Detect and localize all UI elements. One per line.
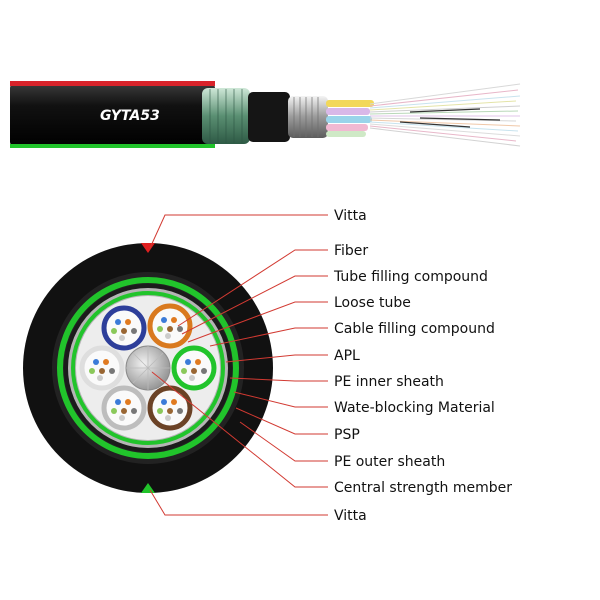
cable-side-view: GYTA53 (10, 81, 521, 148)
leader-pe-inner (229, 377, 328, 382)
label-loose-tube: Loose tube (334, 295, 411, 311)
leader-vitta-bottom (149, 489, 328, 516)
leader-psp (235, 407, 328, 435)
tape-ridges (293, 97, 319, 137)
leader-apl (225, 354, 328, 363)
label-vitta-top: Vitta (334, 208, 367, 224)
jacket-red-stripe (10, 81, 215, 86)
label-apl: APL (334, 348, 360, 364)
center-facets (126, 346, 170, 390)
leader-cable-filling (209, 327, 328, 347)
loose-tube-orange (147, 303, 193, 349)
outer-jacket (10, 84, 215, 146)
leader-loose-tube (187, 301, 328, 343)
leader-fiber (177, 249, 328, 327)
inner-sheath (248, 92, 290, 142)
label-central-strength-member: Central strength member (334, 480, 512, 496)
cable-model-label: GYTA53 (100, 108, 160, 124)
loose-tube-grey (101, 385, 147, 431)
leader-water-blocking (233, 391, 328, 408)
label-water-blocking-material: Wate-blocking Material (334, 400, 495, 416)
armor-ridges (209, 89, 243, 143)
leader-vitta-top (149, 214, 328, 249)
label-fiber: Fiber (334, 243, 368, 259)
loose-tube-blue (101, 305, 147, 351)
component-labels: Vitta Fiber Tube filling compound Loose … (333, 208, 512, 524)
loose-tube-white (79, 345, 125, 391)
jacket-green-stripe (10, 144, 215, 148)
green-band-outer (57, 277, 239, 459)
leader-tube-filling (181, 275, 328, 335)
loose-tube-brown (147, 385, 193, 431)
label-psp: PSP (334, 427, 360, 443)
label-tube-filling-compound: Tube filling compound (333, 269, 488, 285)
label-pe-inner-sheath: PE inner sheath (334, 374, 444, 390)
label-pe-outer-sheath: PE outer sheath (334, 454, 445, 470)
loose-tube-green (171, 345, 217, 391)
fiber-dark-strands (399, 108, 501, 128)
leader-pe-outer (239, 421, 328, 462)
label-vitta-bottom: Vitta (334, 508, 367, 524)
loose-tubes (326, 100, 374, 137)
vitta-bottom-marker (141, 483, 155, 493)
cable-cross-section (23, 243, 273, 493)
leader-lines (149, 214, 328, 516)
label-cable-filling-compound: Cable filling compound (334, 321, 495, 337)
green-band-inner (71, 291, 225, 445)
leader-central-member (151, 371, 328, 488)
fiber-bundle (369, 83, 521, 147)
